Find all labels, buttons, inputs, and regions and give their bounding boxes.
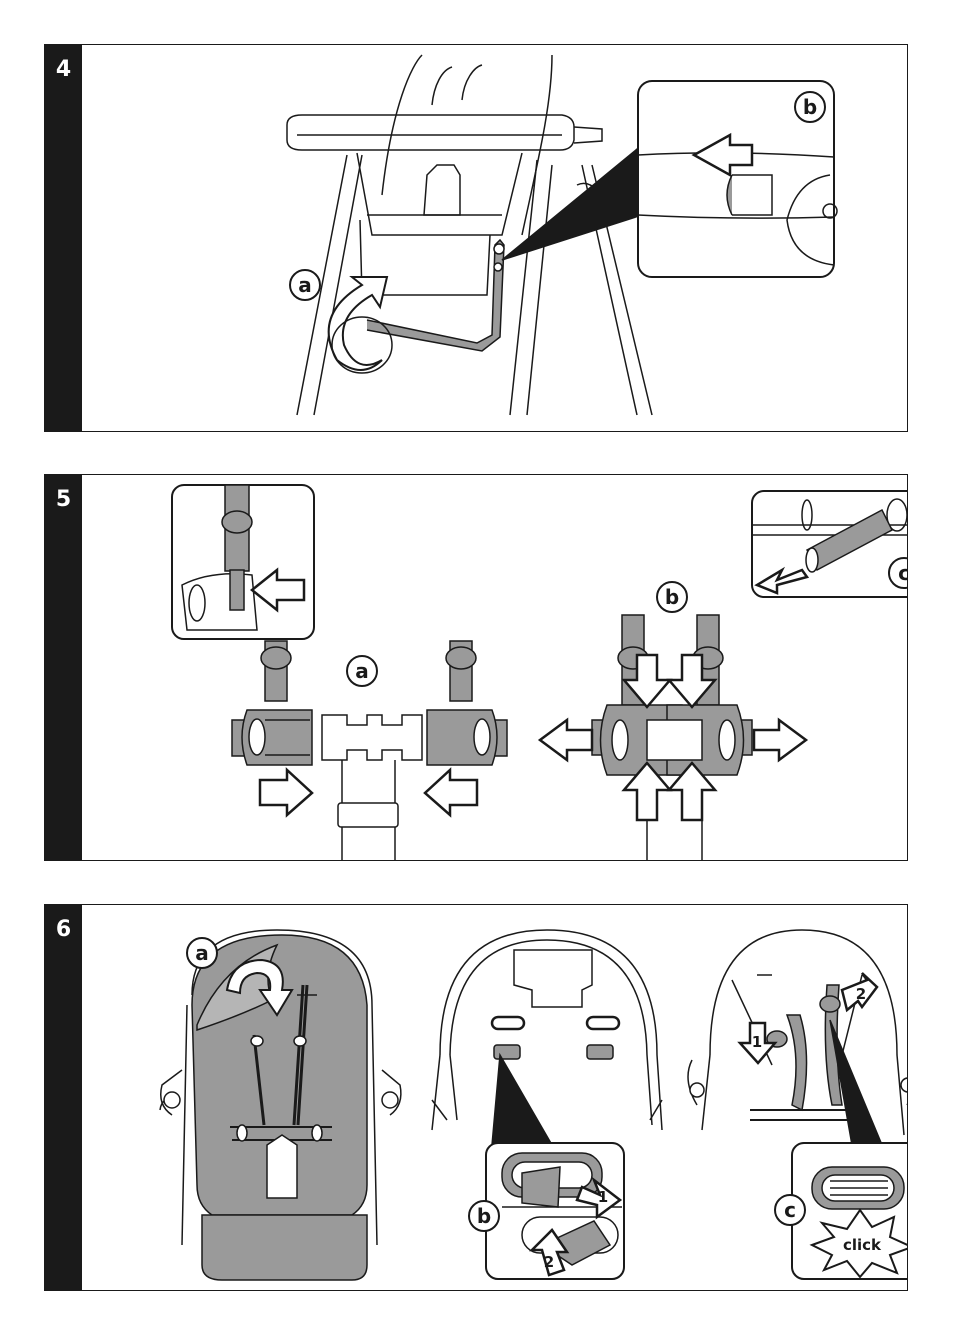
callout-b: b — [803, 95, 817, 119]
step-4-panel: 4 — [44, 44, 908, 432]
step-tab — [45, 475, 82, 860]
callout-a: a — [355, 659, 369, 683]
sub-step-1: 1 — [598, 1188, 608, 1206]
step-6-panel: 6 — [44, 904, 908, 1291]
sub-step-2: 2 — [856, 985, 866, 1003]
callout-b: b — [477, 1204, 491, 1228]
callout-a: a — [195, 941, 209, 965]
step-number: 5 — [45, 487, 82, 512]
step-4-illustration: a b — [82, 45, 908, 432]
step-tab — [45, 45, 82, 431]
callout-c: c — [784, 1198, 796, 1222]
step-number: 4 — [45, 57, 82, 82]
callout-b: b — [665, 585, 679, 609]
sub-step-2: 2 — [544, 1253, 554, 1271]
click-label: click — [843, 1236, 882, 1254]
callout-a: a — [298, 273, 312, 297]
step-5-panel: 5 — [44, 474, 908, 861]
step-5-illustration: a b c — [82, 475, 908, 861]
step-tab — [45, 905, 82, 1290]
sub-step-1: 1 — [752, 1033, 762, 1051]
step-number: 6 — [45, 917, 82, 942]
step-6-illustration: a b c 1 2 1 2 click — [82, 905, 908, 1291]
callout-c: c — [898, 561, 908, 585]
